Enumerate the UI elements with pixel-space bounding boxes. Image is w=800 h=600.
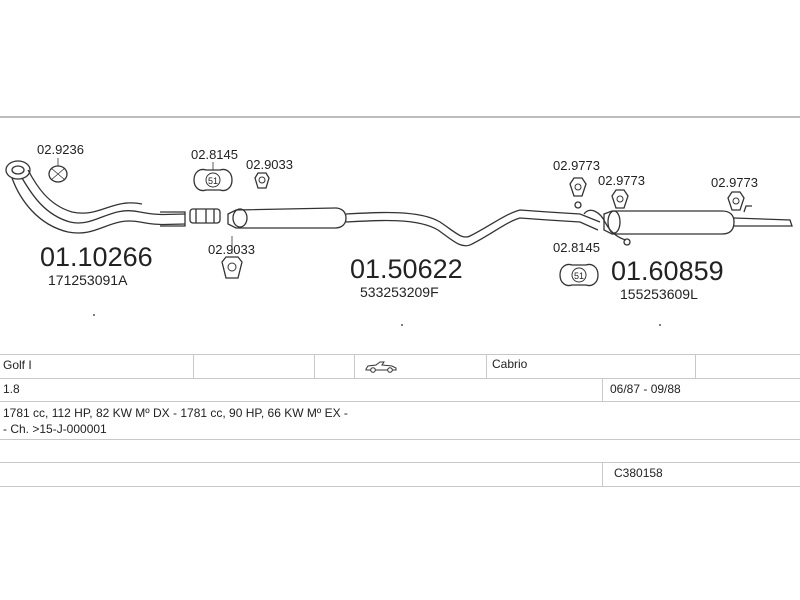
body-style-cell: Cabrio <box>492 357 528 371</box>
exhaust-diagram: 51 51 02.9236 02.8145 02.9033 02.9033 02… <box>0 116 800 326</box>
table-line <box>0 462 800 463</box>
marker-dot <box>659 324 661 326</box>
rear-silencer[interactable] <box>547 201 793 246</box>
clamp-code: 51 <box>208 176 218 186</box>
label-02-8145-front: 02.8145 <box>191 147 238 162</box>
table-col-divider <box>695 354 696 378</box>
marker-dot <box>401 324 403 326</box>
table-col-divider <box>193 354 194 378</box>
table-col-divider <box>314 354 315 378</box>
label-02-9033-upper: 02.9033 <box>246 157 293 172</box>
middle-pipe[interactable] <box>189 207 549 247</box>
hanger-02-9773-1[interactable] <box>569 177 587 197</box>
engine-cell: 1.8 <box>3 382 20 396</box>
table-line <box>0 401 800 402</box>
front-pipe[interactable] <box>5 160 186 234</box>
label-02-9236: 02.9236 <box>37 142 84 157</box>
hanger-02-9773-2[interactable] <box>611 189 629 209</box>
clamp-02-8145-rear[interactable]: 51 <box>559 263 599 287</box>
table-line <box>0 378 800 379</box>
model-cell: Golf I <box>3 358 32 372</box>
table-col-divider <box>602 462 603 486</box>
clamp-02-8145-front[interactable]: 51 <box>193 162 233 192</box>
clamp-code: 51 <box>574 271 584 281</box>
label-02-9773-2: 02.9773 <box>598 173 645 188</box>
table-col-divider <box>486 354 487 378</box>
oem-number-1: 171253091A <box>48 272 128 288</box>
part-number-3: 01.60859 <box>611 256 724 286</box>
label-02-8145-rear: 02.8145 <box>553 240 600 255</box>
reference-cell: C380158 <box>614 466 663 480</box>
table-line <box>0 439 800 440</box>
label-02-9773-3: 02.9773 <box>711 175 758 190</box>
label-02-9033-lower: 02.9033 <box>208 242 255 257</box>
years-cell: 06/87 - 09/88 <box>610 382 681 396</box>
engine-details-cell: 1781 cc, 112 HP, 82 KW Mº DX - 1781 cc, … <box>3 406 348 420</box>
table-line <box>0 486 800 487</box>
marker-dot <box>93 314 95 316</box>
gasket-02-9236[interactable] <box>48 158 68 183</box>
part-number-2: 01.50622 <box>350 254 463 284</box>
oem-number-3: 155253609L <box>620 286 698 302</box>
table-line <box>0 354 800 355</box>
hanger-02-9033-upper[interactable] <box>254 172 270 189</box>
table-col-divider <box>602 378 603 401</box>
convertible-car-icon <box>365 361 397 373</box>
hanger-02-9773-3[interactable] <box>727 191 745 211</box>
chassis-cell: - Ch. >15-J-000001 <box>3 422 107 436</box>
label-02-9773-1: 02.9773 <box>553 158 600 173</box>
oem-number-2: 533253209F <box>360 284 439 300</box>
part-number-1: 01.10266 <box>40 242 153 272</box>
hanger-02-9033-lower[interactable] <box>221 236 243 279</box>
table-col-divider <box>354 354 355 378</box>
